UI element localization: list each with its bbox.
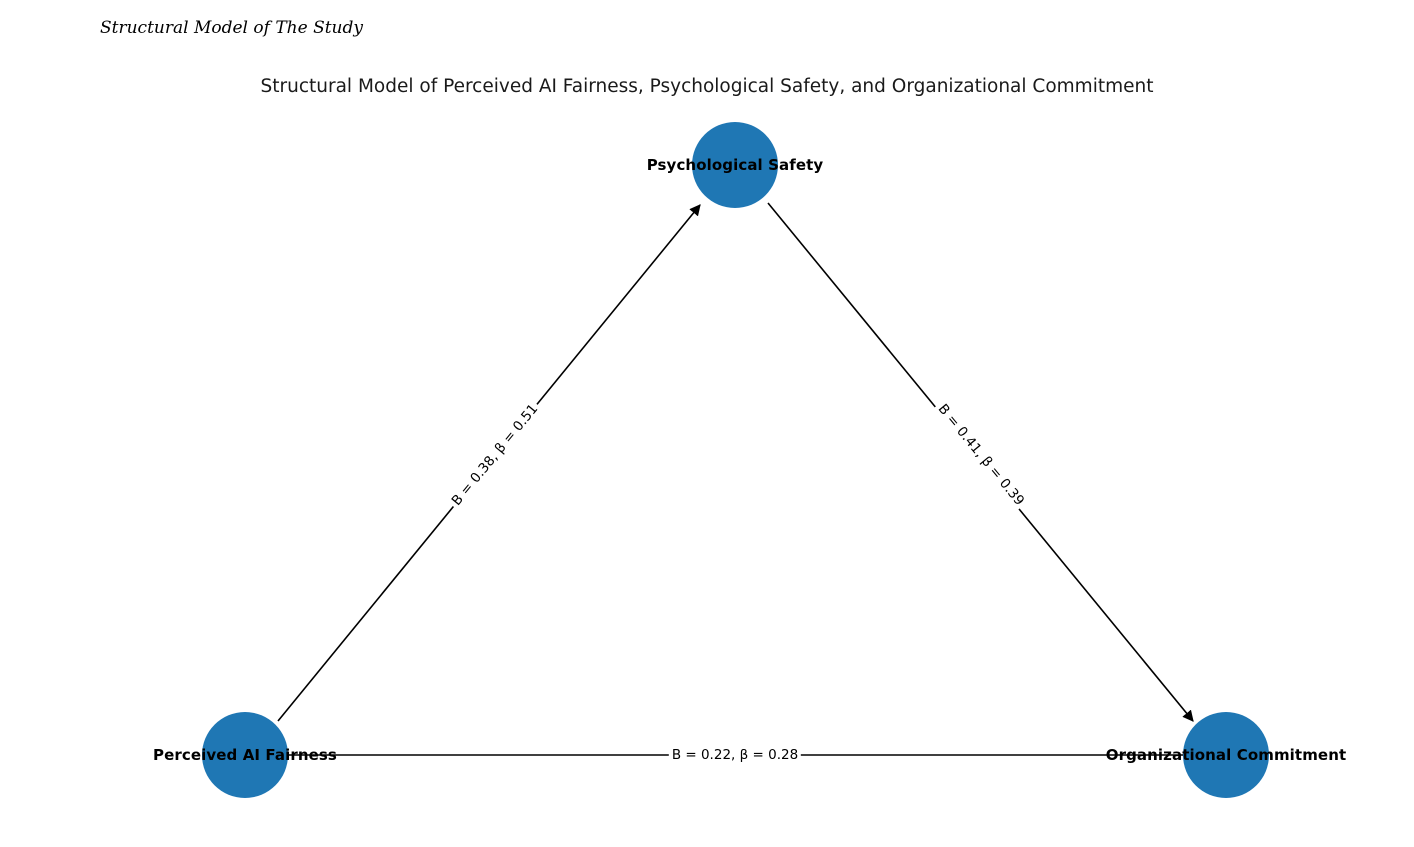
node-organizational-commitment[interactable]: [1183, 712, 1269, 798]
node-label-organizational-commitment: Organizational Commitment: [1105, 746, 1347, 764]
edge-label-paf-to-oc: B = 0.22, β = 0.28: [668, 746, 802, 764]
structural-model-figure: Structural Model of Perceived AI Fairnes…: [0, 52, 1414, 847]
document-caption: Structural Model of The Study: [100, 18, 363, 38]
figure-title: Structural Model of Perceived AI Fairnes…: [260, 76, 1154, 97]
node-perceived-ai-fairness[interactable]: [202, 712, 288, 798]
node-label-perceived-ai-fairness: Perceived AI Fairness: [153, 746, 337, 764]
node-label-psychological-safety: Psychological Safety: [646, 156, 824, 174]
node-psychological-safety[interactable]: [692, 122, 778, 208]
